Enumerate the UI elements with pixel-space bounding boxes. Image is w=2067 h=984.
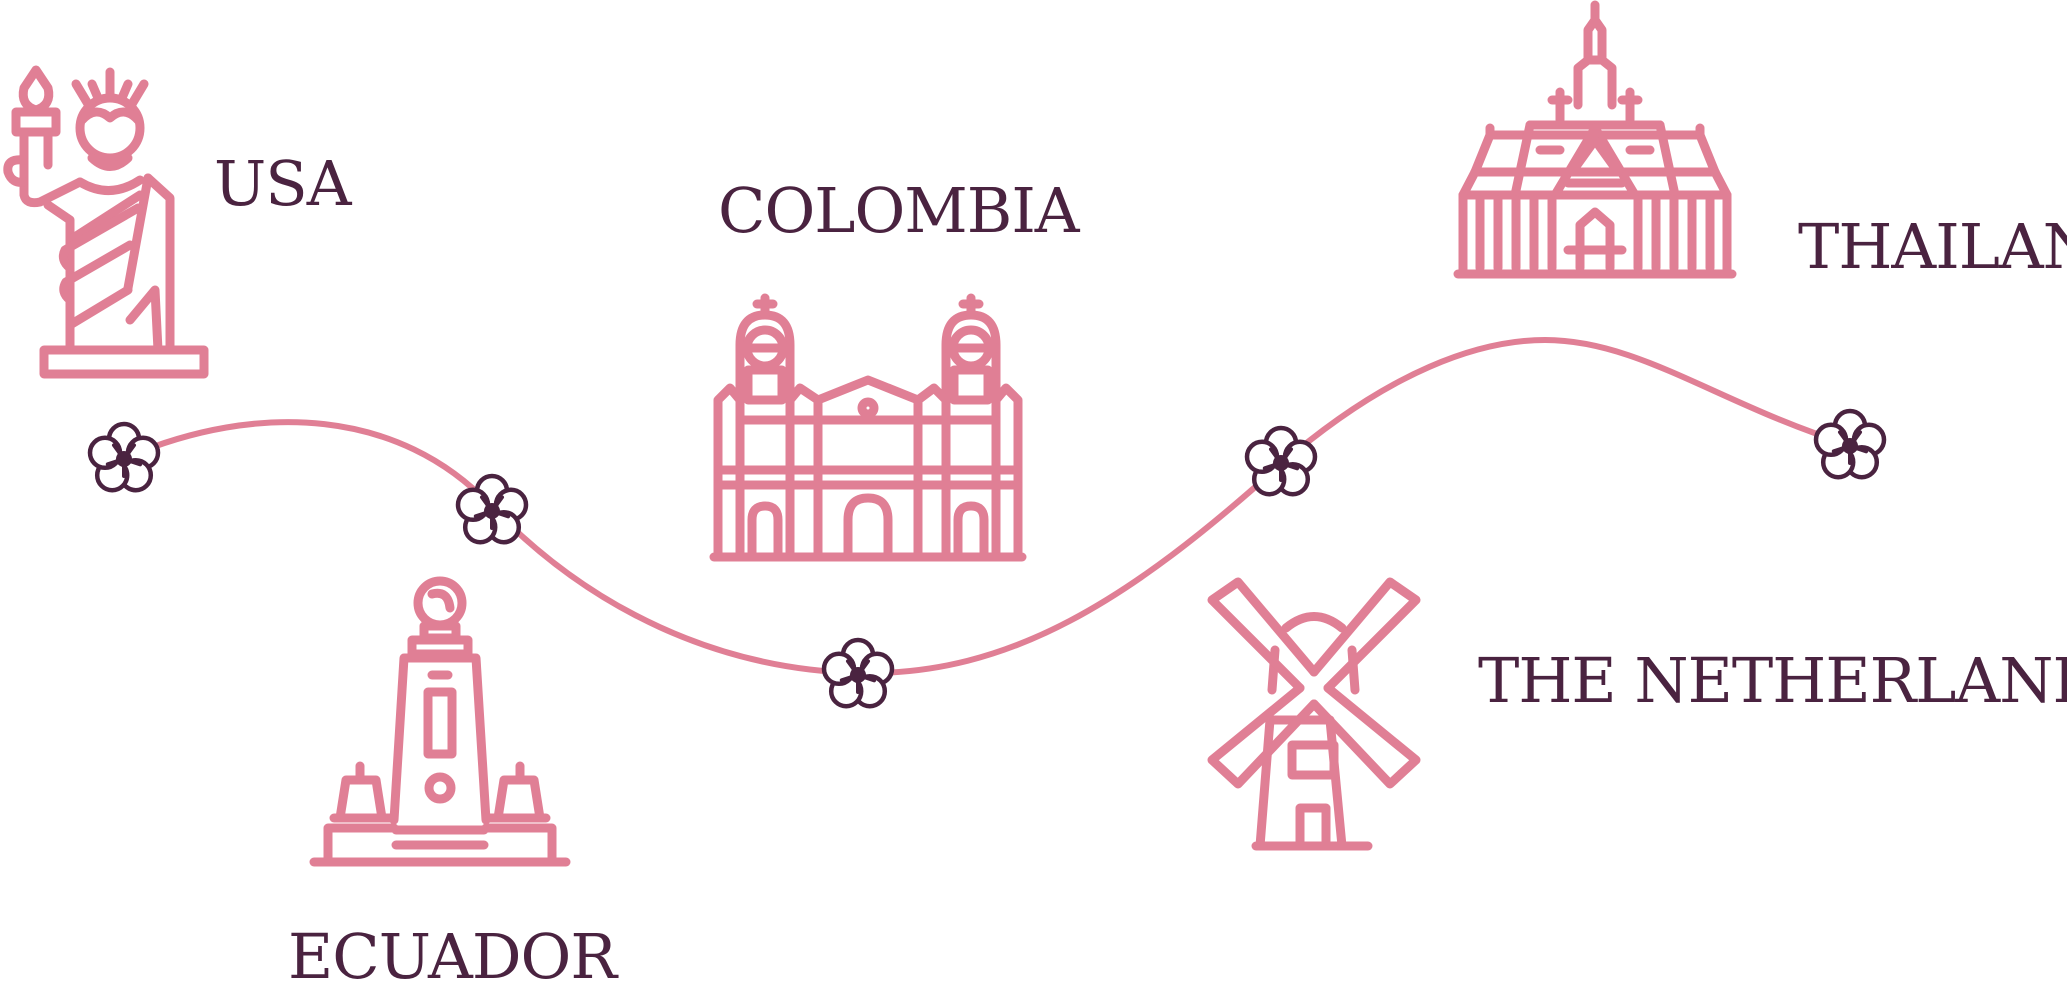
route-line bbox=[122, 336, 1853, 677]
label-thailand: THAILAND bbox=[1798, 210, 2067, 283]
thai-temple-icon bbox=[1453, 0, 1737, 279]
flower-icon bbox=[1244, 425, 1318, 497]
cathedral-icon bbox=[709, 293, 1027, 562]
equator-monument-icon bbox=[309, 576, 571, 867]
label-ecuador: ECUADOR bbox=[288, 920, 619, 984]
label-usa: USA bbox=[214, 147, 353, 220]
flower-icon bbox=[821, 637, 895, 709]
windmill-icon bbox=[1207, 577, 1421, 851]
flower-icon bbox=[87, 421, 161, 493]
label-colombia: COLOMBIA bbox=[718, 174, 1081, 247]
statue-of-liberty-icon bbox=[3, 65, 209, 379]
flower-icon bbox=[1813, 408, 1887, 480]
label-netherlands: THE NETHERLANDS bbox=[1478, 644, 2067, 717]
flower-icon bbox=[455, 473, 529, 545]
